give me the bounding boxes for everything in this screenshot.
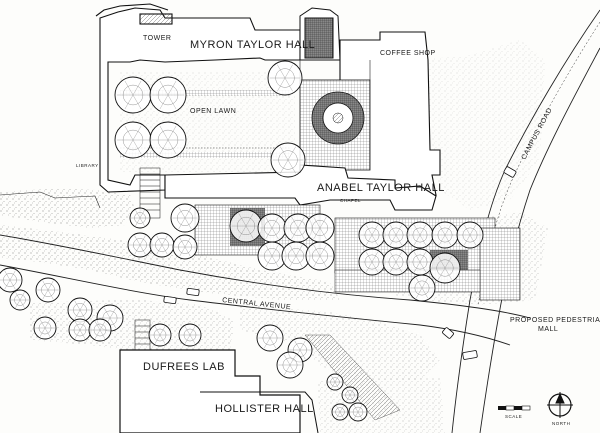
proposed-pedestrian-mall-label: PROPOSED PEDESTRIAN MALL [510,317,600,333]
tree-icon [348,402,368,422]
tree-icon [408,274,436,302]
central-avenue-road [0,234,531,346]
tree-icon [129,207,151,229]
tree-icon [429,252,461,284]
tree-icon [257,241,287,271]
car-icon [462,350,478,360]
tree-icon [256,324,284,352]
tree-icon [9,289,31,311]
myron-taylor-hall-label: MYRON TAYLOR HALL [190,39,315,51]
north-arrow-icon: NORTH [547,392,573,426]
car-icon [163,295,177,305]
hollister-hall-label: HOLLISTER HALL [215,403,314,415]
tree-icon [305,241,335,271]
scale-label: SCALE [505,414,522,419]
car-icon [442,327,454,339]
tree-icon [114,121,152,159]
tree-icon [114,76,152,114]
tree-icon [326,373,344,391]
library-label: LIBRARY [76,163,99,168]
tree-icon [68,318,92,342]
tree-icon [172,234,198,260]
scale-bar: SCALE [498,405,531,419]
car-icon [503,166,517,178]
tree-icon [170,203,200,233]
tree-icon [406,248,434,276]
tree-icon [0,267,23,293]
anabel-taylor-hall-label: ANABEL TAYLOR HALL [317,182,445,194]
tree-icon [305,213,335,243]
tree-icon [229,209,263,243]
coffee-shop-label: COFFEE SHOP [380,50,436,57]
tree-icon [67,297,93,323]
anabel-taylor-hall-building [164,164,437,211]
tree-icon [331,403,349,421]
tree-icon [127,232,153,258]
tree-icon [382,221,410,249]
dupree-lab-label: DUFREES LAB [143,361,225,373]
tree-icon [33,316,57,340]
tree-icon [358,248,386,276]
tree-icon [149,76,187,114]
courtyard [299,79,371,171]
tree-icon [88,318,112,342]
tree-icon [267,60,303,96]
trees [0,60,484,422]
tree-icon [382,248,410,276]
car-icon [186,287,200,297]
hollister-hall-building [200,391,319,433]
north-label: NORTH [552,421,570,426]
tree-icon [456,221,484,249]
tree-icon [149,232,175,258]
tree-icon [270,142,306,178]
tree-icon [358,221,386,249]
tree-icon [341,386,359,404]
svg-text:PROPOSED PEDESTRIAN: PROPOSED PEDESTRIAN [510,317,600,324]
tree-icon [35,277,61,303]
tree-icon [431,221,459,249]
tree-icon [276,351,304,379]
tree-icon [257,213,287,243]
tree-icon [149,121,187,159]
svg-text:MALL: MALL [538,326,558,333]
tower-block [299,7,341,61]
tree-icon [178,323,202,347]
chapel-label: CHAPEL [340,198,361,203]
tree-icon [148,323,172,347]
open-lawn-label: OPEN LAWN [190,108,236,115]
tree-icon [406,221,434,249]
cars [163,166,517,360]
tower-label: TOWER [143,35,171,42]
